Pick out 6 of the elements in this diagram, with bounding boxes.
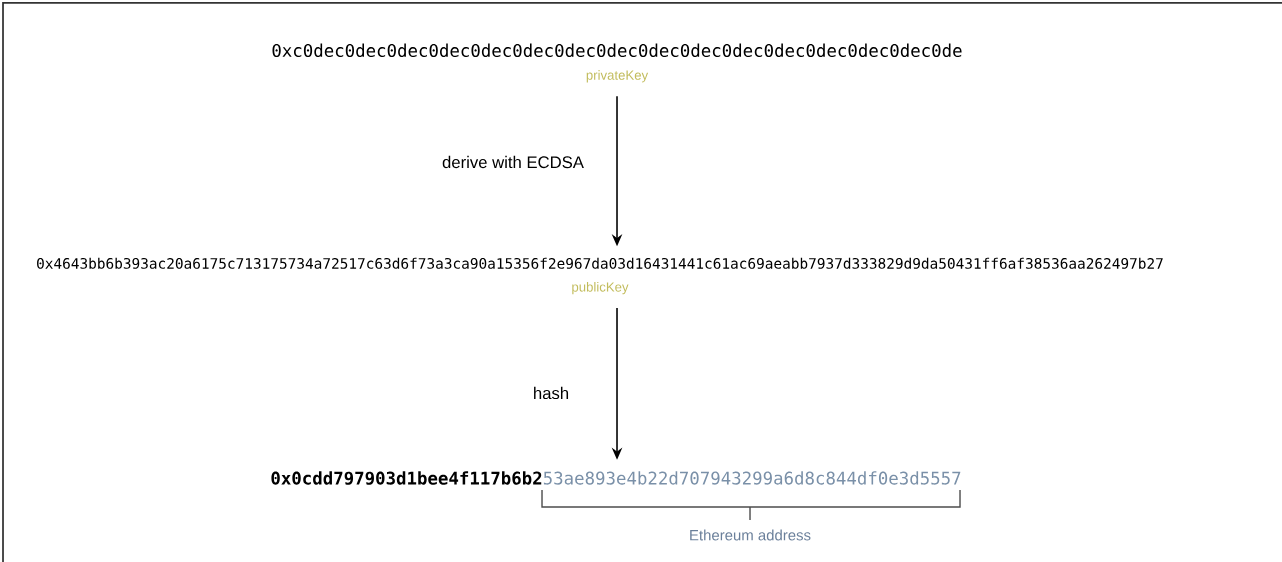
key-text: 0x4643bb6b393ac20a6175c713175734a72517c63d6f73a3ca90a15356f2e967da03d16431441c61ac69aeabb7937d333829d9da50431ff6af38536aa262497b27 publicKey bbox=[37, 257, 1163, 295]
bracket-label: Ethereum address bbox=[690, 529, 811, 541]
key-text: 0xc0dec0dec0dec0dec0dec0dec0dec0dec0dec0dec0dec0dec0dec0dec0dec0de privateKey bbox=[272, 43, 962, 83]
edge-label: hash bbox=[534, 386, 569, 400]
address-text: 0x0cdd797903d1bee4f117b6b253ae893e4b22d707943299a6d8c844df0e3d5557 bbox=[271, 471, 961, 485]
edge-label: derive with ECDSA bbox=[442, 155, 584, 169]
